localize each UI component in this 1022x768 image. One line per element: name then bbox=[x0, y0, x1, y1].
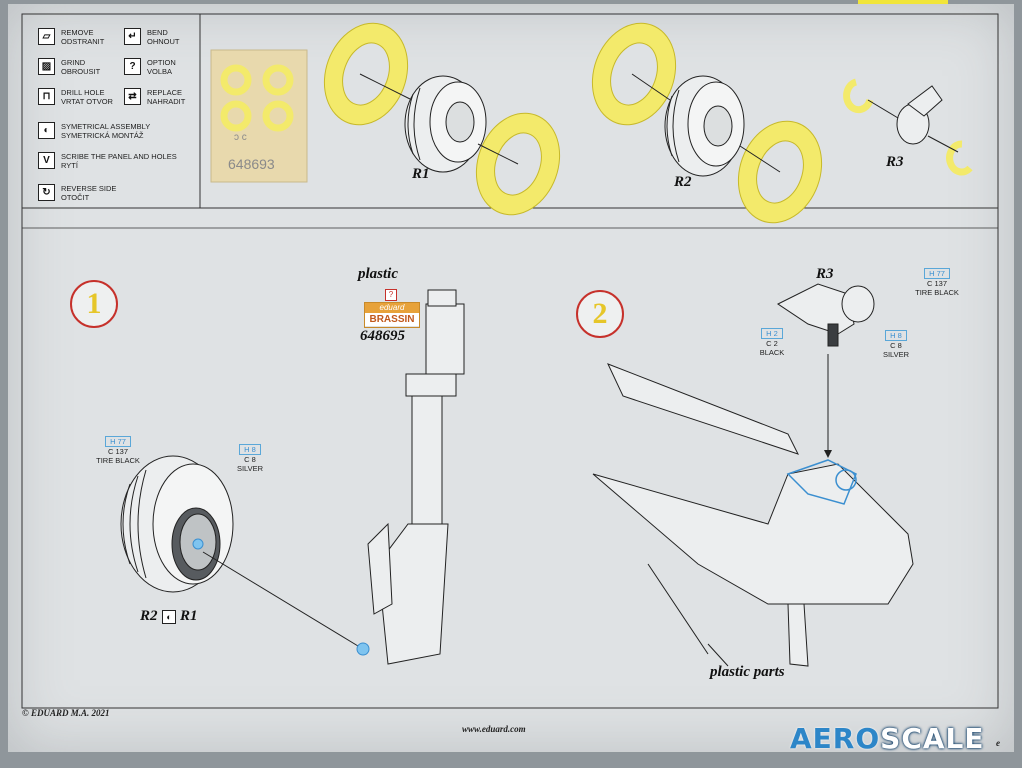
part-label-r3-step2: R3 bbox=[816, 266, 834, 282]
mask-set-number: 648693 bbox=[228, 156, 275, 172]
callout-black-right: H 2 C 2 BLACK bbox=[754, 328, 790, 357]
plastic-label: plastic bbox=[358, 266, 398, 282]
brassin-logo: eduard BRASSIN bbox=[364, 302, 420, 328]
r3-mask-a bbox=[843, 78, 874, 114]
option-icon: ? bbox=[124, 58, 141, 75]
hub-blue bbox=[192, 538, 204, 550]
color-code: C 8 bbox=[244, 455, 256, 464]
legend-label-cz: VOLBA bbox=[147, 67, 173, 76]
color-code: C 8 bbox=[890, 341, 902, 350]
legend-label-cz: OHNOUT bbox=[147, 37, 180, 46]
callout-silver-right: H 8 C 8 SILVER bbox=[876, 330, 916, 359]
photo-edge bbox=[858, 0, 948, 4]
remove-icon: ▱ bbox=[38, 28, 55, 45]
part-label-r3: R3 bbox=[886, 154, 904, 170]
color-code: C 2 bbox=[766, 339, 778, 348]
legend-label: DRILL HOLE bbox=[61, 88, 105, 97]
legend-label: SCRIBE THE PANEL AND HOLES bbox=[61, 152, 177, 161]
legend-label: GRIND bbox=[61, 58, 86, 67]
r2-wheel bbox=[664, 75, 745, 177]
legend-label: REMOVE bbox=[61, 28, 94, 37]
legend-label: SYMETRICAL ASSEMBLY bbox=[61, 122, 151, 131]
drill-hole-icon: ⊓ bbox=[38, 88, 55, 105]
mask-rings bbox=[220, 64, 294, 132]
mask-set-mark: ɔ c bbox=[234, 132, 247, 143]
humbrol-code: H 2 bbox=[761, 328, 783, 339]
brassin-top: eduard bbox=[365, 303, 419, 313]
grind-icon: ▨ bbox=[38, 58, 55, 75]
symmetrical-assembly-icon: ◐ bbox=[38, 122, 55, 139]
r3-small-wheel bbox=[896, 85, 943, 145]
humbrol-code: H 77 bbox=[105, 436, 131, 447]
humbrol-code: H 8 bbox=[239, 444, 261, 455]
part-label-r2-step1: R2 bbox=[140, 608, 158, 624]
scribe-icon: V bbox=[38, 152, 55, 169]
watermark-scale: SCALE bbox=[880, 722, 985, 755]
callout-silver-left: H 8 C 8 SILVER bbox=[230, 444, 270, 473]
part-label-r2: R2 bbox=[674, 174, 692, 190]
footer-website: www.eduard.com bbox=[462, 724, 526, 734]
legend-label: REPLACE bbox=[147, 88, 183, 97]
color-code: C 137 bbox=[107, 447, 128, 456]
legend-label-cz: SYMETRICKÁ MONTÁŽ bbox=[61, 131, 144, 140]
legend-label-cz: OTOČIT bbox=[61, 193, 90, 202]
replace-icon: ⇄ bbox=[124, 88, 141, 105]
axle-blue bbox=[356, 642, 370, 656]
brassin-bottom: BRASSIN bbox=[365, 313, 419, 326]
color-name: TIRE BLACK bbox=[915, 288, 959, 297]
footer-page-letter: e bbox=[996, 738, 1000, 748]
color-name: SILVER bbox=[882, 350, 910, 359]
aeroscale-watermark: AEROSCALE bbox=[790, 722, 990, 758]
symmetrical-assembly-icon: ◐ bbox=[162, 610, 176, 624]
callout-tire-black-right: H 77 C 137 TIRE BLACK bbox=[902, 268, 972, 297]
color-name: TIRE BLACK bbox=[96, 456, 140, 465]
step2-gear-blue bbox=[786, 459, 857, 505]
bend-icon: ↵ bbox=[124, 28, 141, 45]
drawing-canvas bbox=[21, 13, 999, 709]
step-number-2: 2 bbox=[576, 290, 624, 338]
legend-label: BEND bbox=[147, 28, 168, 37]
legend-label-cz: RYTÍ bbox=[61, 161, 78, 170]
step2-airframe bbox=[592, 363, 914, 667]
legend-label-cz: NAHRADIT bbox=[147, 97, 186, 106]
legend-label: REVERSE SIDE bbox=[61, 184, 117, 193]
step2-r3-assembly bbox=[777, 283, 875, 347]
humbrol-code: H 77 bbox=[924, 268, 950, 279]
color-code: C 137 bbox=[926, 279, 947, 288]
part-label-r1: R1 bbox=[412, 166, 430, 182]
color-name: BLACK bbox=[759, 348, 785, 357]
humbrol-code: H 8 bbox=[885, 330, 907, 341]
r1-wheel bbox=[404, 75, 487, 173]
step1-wheel bbox=[120, 455, 234, 593]
step1-leg bbox=[367, 289, 465, 665]
color-name: SILVER bbox=[236, 464, 264, 473]
callout-tire-black-left: H 77 C 137 TIRE BLACK bbox=[88, 436, 148, 465]
legend-label: OPTION bbox=[147, 58, 176, 67]
option-icon: ? bbox=[385, 289, 397, 301]
step-number-1: 1 bbox=[70, 280, 118, 328]
watermark-aero: AER bbox=[790, 722, 856, 755]
watermark-o: O bbox=[855, 722, 881, 755]
legend-label-cz: ODSTRANIT bbox=[61, 37, 105, 46]
r3-mask-b bbox=[946, 140, 973, 176]
legend-label-cz: VRTAT OTVOR bbox=[61, 97, 113, 106]
part-label-r1-step1: R1 bbox=[180, 608, 198, 624]
plastic-parts-label: plastic parts bbox=[710, 664, 785, 680]
reverse-side-icon: ↻ bbox=[38, 184, 55, 201]
footer-copyright: © EDUARD M.A. 2021 bbox=[22, 708, 110, 718]
legend-label-cz: OBROUSIT bbox=[61, 67, 101, 76]
brassin-number: 648695 bbox=[360, 328, 405, 344]
